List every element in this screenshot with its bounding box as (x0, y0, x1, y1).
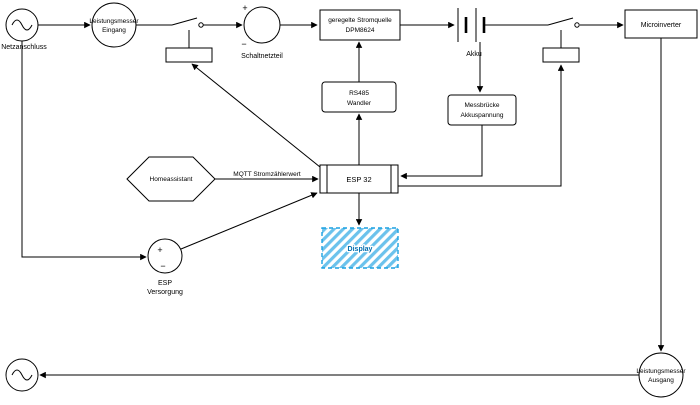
node-homeassistant[interactable]: Homeassistant (126, 156, 216, 202)
switch2-contact-icon (574, 22, 580, 28)
leistungsmesser-ausgang-line1: Leistungsmesser (636, 368, 686, 375)
rs485-box (321, 81, 397, 113)
node-netz-ausgang[interactable] (5, 358, 39, 392)
edge-netz-to-espversorgung (21, 41, 147, 261)
akku-label: Akku (466, 51, 482, 58)
switch2-blade-icon (547, 17, 574, 26)
esp-versorgung-plus: + (157, 245, 162, 255)
node-akku[interactable]: Akku (457, 8, 486, 58)
edge-esp32-to-relay1 (191, 63, 321, 168)
node-schaltnetzteil[interactable]: + − Schaltnetzteil (241, 3, 283, 60)
microinverter-label: Microinverter (641, 22, 682, 29)
microinverter-box (624, 9, 698, 39)
switch1-blade-icon (171, 17, 198, 26)
display-label: Display (348, 246, 373, 253)
esp32-label: ESP 32 (346, 175, 371, 184)
meter-circle (638, 352, 684, 398)
stromquelle-line1: geregelte Stromquelle (328, 17, 392, 24)
meter-circle (91, 2, 137, 48)
leistungsmesser-eingang-line1: Leistungsmesser (89, 18, 139, 25)
stromquelle-box (319, 9, 401, 41)
node-rs485[interactable]: RS485 Wandler (321, 81, 397, 113)
esp32-box (319, 164, 399, 194)
switch-netz[interactable] (171, 17, 204, 48)
leistungsmesser-eingang-line2: Eingang (102, 27, 126, 34)
schaltnetzteil-plus: + (242, 3, 247, 13)
rs485-line2: Wandler (347, 100, 372, 107)
node-leistungsmesser-ausgang[interactable]: Leistungsmesser Ausgang (636, 352, 686, 398)
ac-sine-icon (11, 369, 33, 381)
esp-versorgung-line1: ESP (158, 280, 172, 287)
messbruecke-line2: Akkuspannung (460, 112, 503, 119)
messbruecke-box (447, 94, 517, 126)
node-microinverter[interactable]: Microinverter (624, 9, 698, 39)
display-box (321, 227, 399, 269)
node-messbruecke[interactable]: Messbrücke Akkuspannung (447, 94, 517, 126)
homeassistant-hexagon (126, 156, 216, 202)
esp-versorgung-minus: − (160, 261, 165, 271)
battery-icon (457, 8, 486, 42)
schaltnetzteil-label: Schaltnetzteil (241, 53, 283, 60)
homeassistant-label: Homeassistant (150, 176, 193, 183)
esp-versorgung-line2: Versorgung (147, 289, 183, 296)
switch1-contact-icon (198, 22, 204, 28)
node-netzanschluss[interactable]: Netzanschluss (1, 8, 47, 51)
node-leistungsmesser-eingang[interactable]: Leistungsmesser Eingang (89, 2, 139, 48)
node-display[interactable]: Display (321, 227, 399, 269)
relay-box-netz[interactable] (165, 47, 213, 63)
netzanschluss-label: Netzanschluss (1, 44, 47, 51)
node-esp32[interactable]: ESP 32 (319, 164, 399, 194)
messbruecke-line1: Messbrücke (464, 102, 499, 109)
switch-akku[interactable] (547, 17, 580, 48)
diagram-edges (21, 21, 665, 379)
edge-esp32-to-relay2 (398, 64, 565, 187)
edge-espversorgung-to-esp32 (180, 192, 318, 250)
esp-versorgung-circle (147, 238, 183, 274)
edge-messbruecke-to-esp32 (400, 125, 483, 180)
stromquelle-line2: DPM8624 (346, 27, 375, 34)
ac-sine-icon (11, 19, 33, 31)
node-esp-versorgung[interactable]: + − ESP Versorgung (147, 238, 183, 296)
relay-box-akku[interactable] (542, 47, 580, 63)
mqtt-edge-label: MQTT Stromzählerwert (233, 171, 301, 178)
rs485-line1: RS485 (349, 90, 369, 97)
schaltnetzteil-circle (243, 6, 281, 44)
leistungsmesser-ausgang-line2: Ausgang (648, 377, 674, 384)
node-stromquelle[interactable]: geregelte Stromquelle DPM8624 (319, 9, 401, 41)
schaltnetzteil-minus: − (241, 39, 246, 49)
